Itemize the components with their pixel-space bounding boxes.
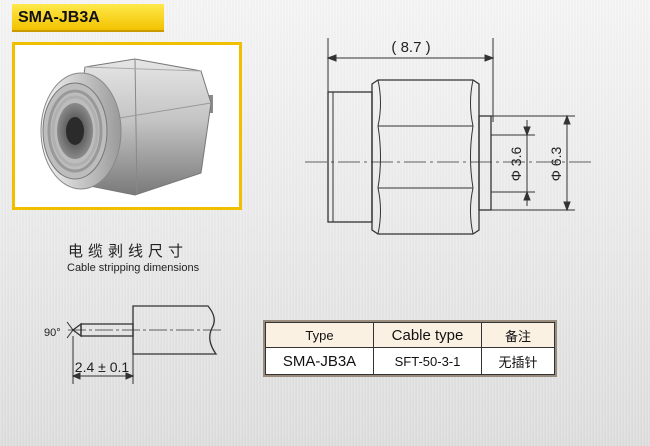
- stripping-title-en: Cable stripping dimensions: [67, 262, 200, 274]
- table-row: SMA-JB3A SFT-50-3-1 无插针: [265, 347, 555, 375]
- header-cable-type: Cable type: [373, 322, 482, 348]
- cell-remark: 无插针: [481, 347, 555, 375]
- length-dimension-label: ( 8.7 ): [391, 39, 430, 56]
- cell-type: SMA-JB3A: [265, 347, 374, 375]
- header-type: Type: [265, 322, 374, 348]
- inner-diameter-label: Φ 3.6: [508, 147, 524, 182]
- spec-table: Type Cable type 备注 SMA-JB3A SFT-50-3-1 无…: [265, 322, 555, 375]
- table-header-row: Type Cable type 备注: [265, 322, 555, 348]
- strip-length-label: 2.4 ± 0.1: [75, 359, 130, 375]
- strip-angle-label: 90°: [44, 327, 61, 339]
- cable-stripping-drawing: 90° 2.4 ± 0.1: [44, 305, 222, 384]
- connector-dimension-drawing: ( 8.7 ) Φ 3.6 Φ 6.3: [305, 38, 593, 235]
- product-photo: [12, 42, 242, 210]
- cell-cable-type: SFT-50-3-1: [373, 347, 482, 375]
- stripping-title-cn: 电缆剥线尺寸: [68, 243, 189, 260]
- header-remark: 备注: [481, 322, 555, 348]
- connector-illustration: [40, 58, 213, 196]
- part-number-title: SMA-JB3A: [12, 4, 164, 32]
- outer-diameter-label: Φ 6.3: [548, 147, 564, 182]
